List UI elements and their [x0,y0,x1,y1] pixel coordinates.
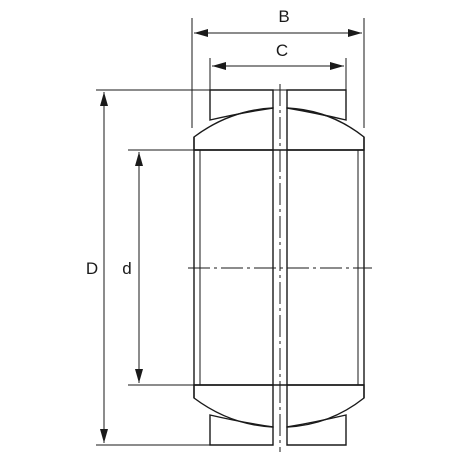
center-lines [188,84,372,452]
dimension-c: C [212,41,344,70]
dimension-label-outer-diameter: D [86,259,98,278]
inner-ring-top-section [193,107,365,151]
inner-ring-bottom-section [193,384,365,428]
dimension-label-bore-diameter: d [122,259,131,278]
extension-lines [96,18,365,446]
dimension-outer-diameter: D [86,92,108,443]
dimension-label-c: C [276,41,288,60]
dimension-bore-diameter: d [122,152,143,383]
dimension-label-b: B [278,7,289,26]
dimension-b: B [194,7,362,37]
